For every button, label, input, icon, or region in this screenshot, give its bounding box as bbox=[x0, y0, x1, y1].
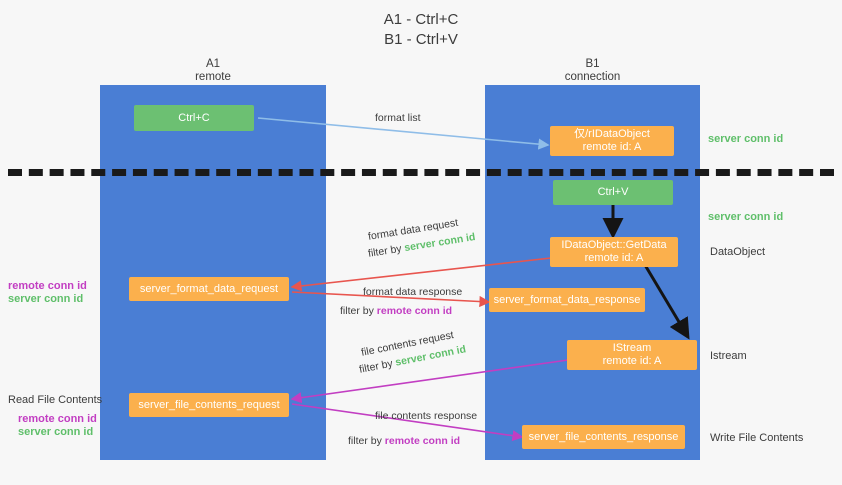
box-istream[interactable]: IStream remote id: A bbox=[567, 340, 697, 370]
edge-label-file-contents-response-text: file contents response bbox=[375, 410, 478, 422]
annotation-server-conn-id-mid: server conn id bbox=[708, 210, 783, 224]
box-istream-sub: remote id: A bbox=[602, 355, 662, 367]
annotation-left-server-conn-id-2: server conn id bbox=[18, 425, 93, 439]
box-idataobject-title: 仅/rIDataObject bbox=[574, 128, 650, 140]
filter-prefix: filter by bbox=[340, 305, 377, 317]
title-line-1: A1 - Ctrl+C bbox=[383, 11, 459, 28]
annotation-write-file-contents-text: Write File Contents bbox=[710, 432, 804, 444]
box-server-file-contents-request[interactable]: server_file_contents_request bbox=[129, 393, 289, 417]
annotation-server-conn-id-top: server conn id bbox=[708, 132, 783, 146]
annotation-istream-text: Istream bbox=[710, 350, 747, 362]
lane-header-b1: B1 connection bbox=[485, 58, 700, 84]
box-ctrl-c[interactable]: Ctrl+C bbox=[134, 105, 254, 131]
box-idataobject[interactable]: 仅/rIDataObject remote id: A bbox=[550, 126, 674, 156]
lane-b1-role: connection bbox=[564, 71, 621, 83]
box-server-format-data-response[interactable]: server_format_data_response bbox=[489, 288, 645, 312]
annotation-left-server-conn-id-1: server conn id bbox=[8, 292, 83, 306]
annotation-read-file-contents: Read File Contents bbox=[8, 393, 102, 407]
annotation-left-server-conn-id-1-text: server conn id bbox=[8, 293, 84, 305]
title-line-2: B1 - Ctrl+V bbox=[384, 31, 458, 48]
annotation-left-remote-conn-id-1-text: remote conn id bbox=[8, 280, 87, 292]
lane-header-a1: A1 remote bbox=[100, 58, 326, 84]
box-server-file-contents-response-label: server_file_contents_response bbox=[528, 430, 679, 443]
box-server-format-data-request-label: server_format_data_request bbox=[139, 282, 279, 295]
edge-label-format-data-response-filter: filter by remote conn id bbox=[340, 304, 452, 318]
annotation-dataobject-text: DataObject bbox=[710, 246, 766, 258]
annotation-server-conn-id-top-text: server conn id bbox=[708, 133, 784, 145]
box-server-file-contents-response[interactable]: server_file_contents_response bbox=[522, 425, 685, 449]
box-server-format-data-request[interactable]: server_format_data_request bbox=[129, 277, 289, 301]
annotation-left-remote-conn-id-1: remote conn id bbox=[8, 279, 87, 293]
box-server-format-data-response-label: server_format_data_response bbox=[493, 293, 641, 306]
annotation-istream: Istream bbox=[710, 349, 747, 363]
box-getdata[interactable]: IDataObject::GetData remote id: A bbox=[550, 237, 678, 267]
lane-a1-role: remote bbox=[195, 71, 231, 83]
annotation-left-remote-conn-id-2: remote conn id bbox=[18, 412, 97, 426]
edge-label-format-list: format list bbox=[375, 111, 421, 125]
box-getdata-sub: remote id: A bbox=[584, 252, 644, 264]
box-server-file-contents-request-label: server_file_contents_request bbox=[138, 398, 280, 411]
filter-prefix: filter by bbox=[348, 435, 385, 447]
edge-label-file-contents-response-filter: filter by remote conn id bbox=[348, 434, 460, 448]
edge-label-format-data-response-text: format data response bbox=[363, 286, 463, 298]
diagram-title: A1 - Ctrl+C bbox=[0, 10, 842, 30]
annotation-read-file-contents-text: Read File Contents bbox=[8, 394, 103, 406]
lane-b1-name: B1 bbox=[585, 58, 600, 70]
filter-key-remote-conn-id: remote conn id bbox=[376, 305, 453, 317]
box-idataobject-sub: remote id: A bbox=[582, 141, 642, 153]
edge-label-file-contents-response: file contents response bbox=[375, 409, 477, 423]
filter-key-remote-conn-id: remote conn id bbox=[384, 435, 461, 447]
phase-separator bbox=[8, 169, 834, 176]
box-istream-title: IStream bbox=[612, 342, 652, 354]
edge-label-format-data-response: format data response bbox=[363, 285, 462, 299]
box-ctrl-v-label: Ctrl+V bbox=[597, 186, 629, 198]
lane-a1-name: A1 bbox=[205, 58, 221, 70]
annotation-dataobject: DataObject bbox=[710, 245, 765, 259]
box-getdata-title: IDataObject::GetData bbox=[561, 239, 667, 251]
diagram-subtitle: B1 - Ctrl+V bbox=[0, 30, 842, 50]
box-ctrl-v[interactable]: Ctrl+V bbox=[553, 180, 673, 205]
annotation-write-file-contents: Write File Contents bbox=[710, 431, 803, 445]
annotation-left-remote-conn-id-2-text: remote conn id bbox=[18, 413, 97, 425]
box-ctrl-c-label: Ctrl+C bbox=[178, 111, 210, 124]
annotation-left-server-conn-id-2-text: server conn id bbox=[18, 426, 94, 438]
edge-label-format-list-text: format list bbox=[375, 112, 421, 124]
annotation-server-conn-id-mid-text: server conn id bbox=[708, 211, 784, 223]
